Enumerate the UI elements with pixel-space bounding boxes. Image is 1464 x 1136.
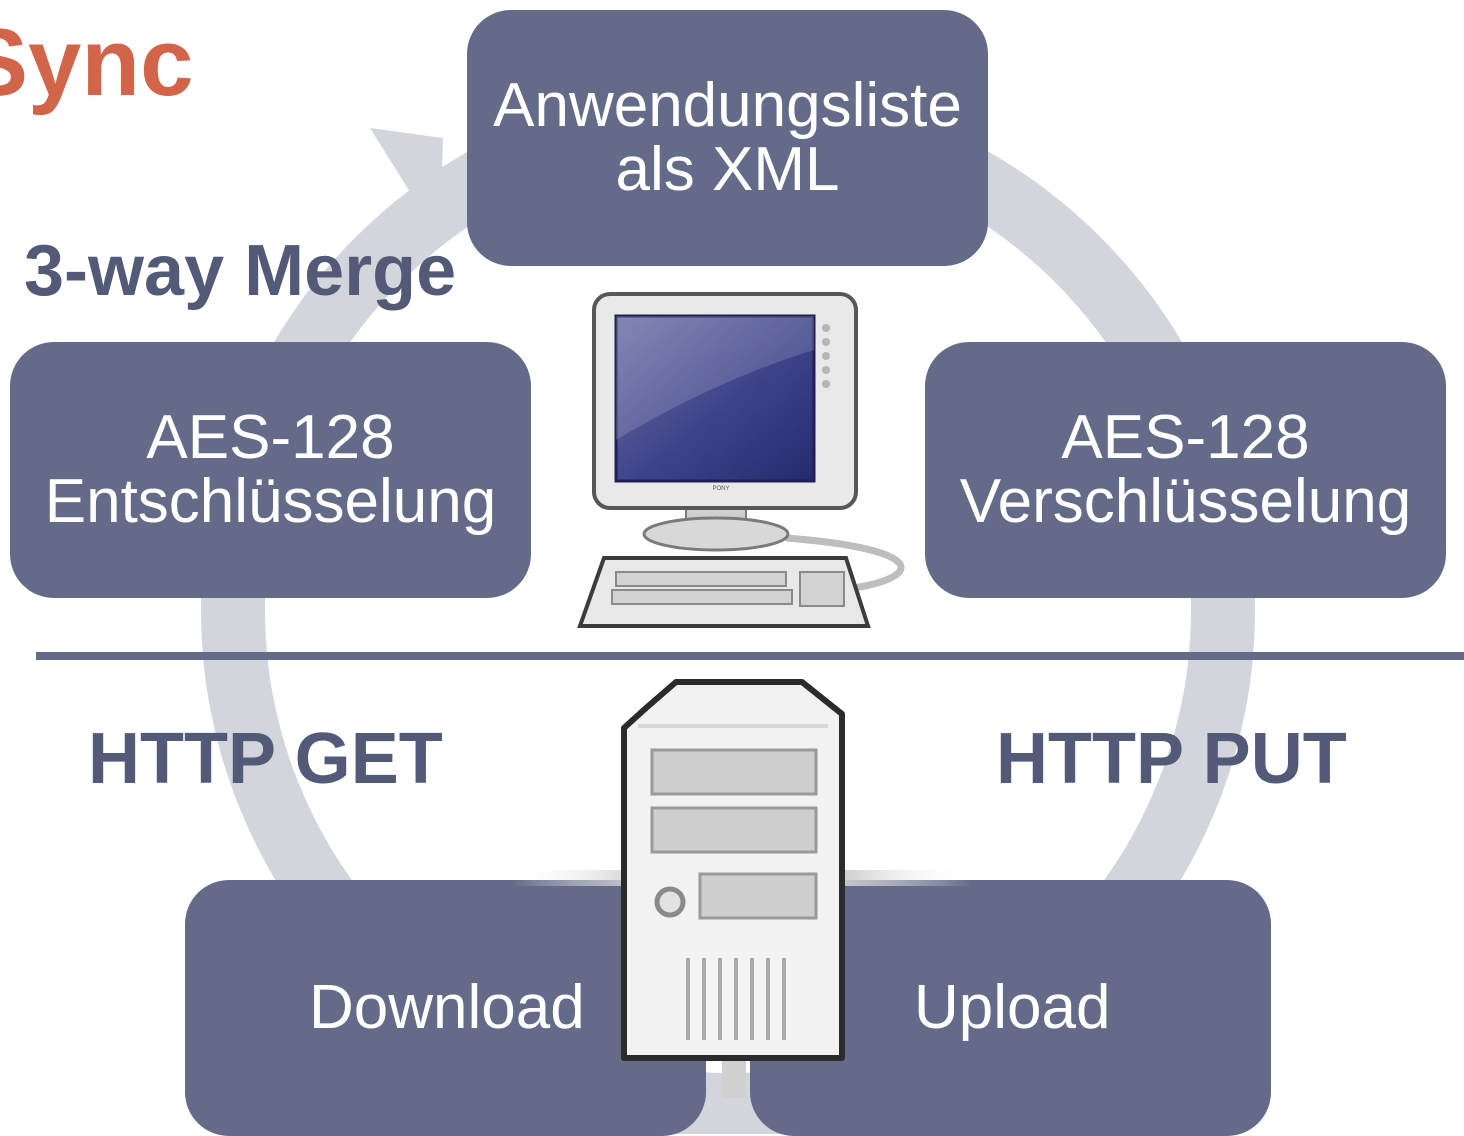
cycle-arrow-head xyxy=(370,128,443,240)
http-put-label: HTTP PUT xyxy=(996,719,1347,799)
decryption-line2: Entschlüsselung xyxy=(44,467,497,536)
application-list-line2: als XML xyxy=(615,135,840,204)
server-tower-icon xyxy=(512,679,972,1098)
decryption-box: AES-128 Entschlüsselung xyxy=(10,342,531,598)
encryption-line2: Verschlüsselung xyxy=(959,467,1412,536)
monitor-brand: PONY xyxy=(712,486,729,492)
encryption-box: AES-128 Verschlüsselung xyxy=(925,342,1446,598)
desktop-computer-icon: PONY xyxy=(577,292,905,628)
application-list-line1: Anwendungsliste xyxy=(493,71,962,140)
http-get-label: HTTP GET xyxy=(88,719,443,799)
merge-label: 3-way Merge xyxy=(24,231,457,311)
application-list-box: Anwendungsliste als XML xyxy=(467,10,988,266)
upload-label: Upload xyxy=(914,973,1111,1042)
sync-title: Sync xyxy=(0,9,194,116)
encryption-line1: AES-128 xyxy=(1061,403,1310,472)
download-label: Download xyxy=(309,973,585,1042)
download-box: Download xyxy=(185,880,706,1136)
decryption-line1: AES-128 xyxy=(146,403,395,472)
